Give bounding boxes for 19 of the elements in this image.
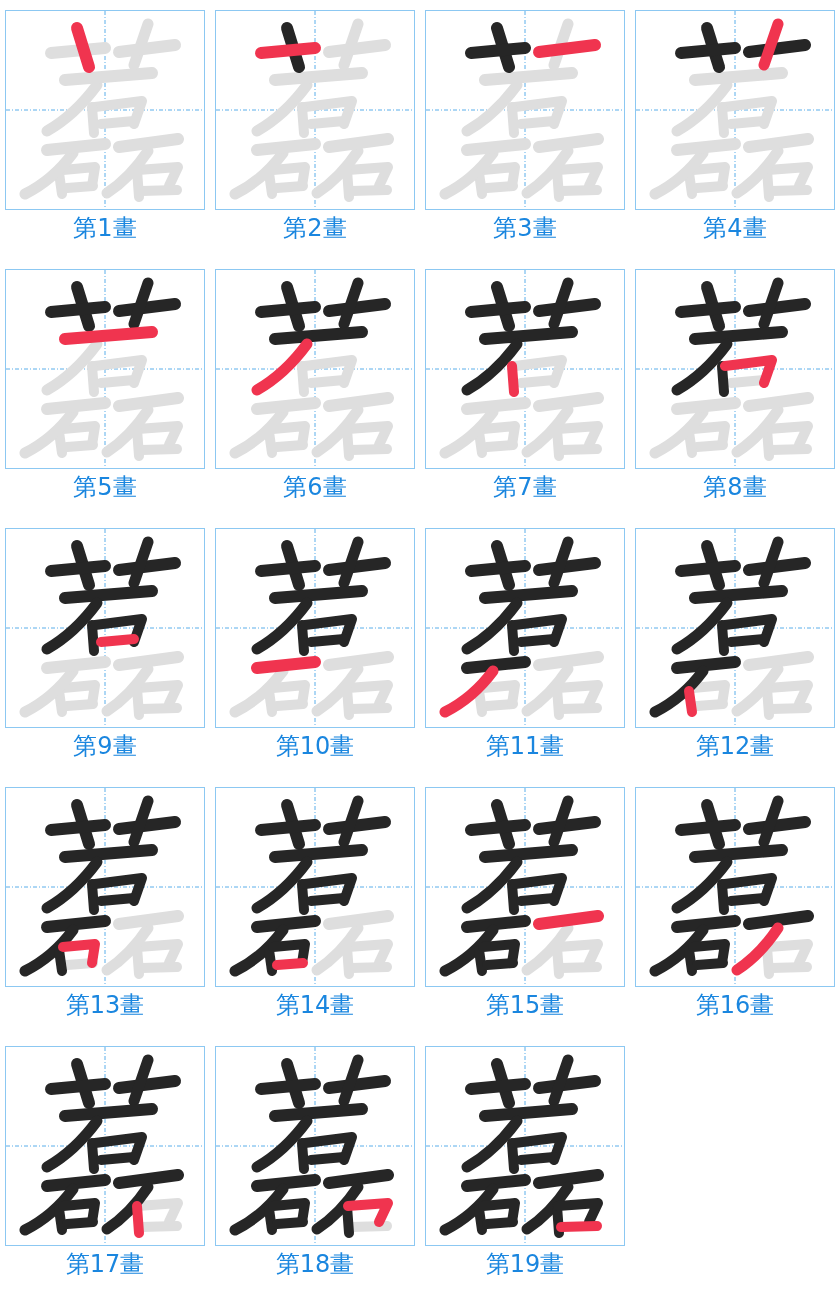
stroke-number-label: 第10畫 [275, 731, 355, 761]
stroke-number-label: 第12畫 [695, 731, 775, 761]
stroke-number-label: 第13畫 [65, 990, 145, 1020]
stroke-number-label: 第17畫 [65, 1249, 145, 1279]
stroke-number-label: 第1畫 [73, 213, 137, 243]
stroke-number-label: 第8畫 [703, 472, 767, 502]
stroke-number-label: 第7畫 [493, 472, 557, 502]
stroke-number-label: 第11畫 [485, 731, 565, 761]
stroke-number-label: 第4畫 [703, 213, 767, 243]
stroke-number-label: 第14畫 [275, 990, 355, 1020]
stroke-number-label: 第19畫 [485, 1249, 565, 1279]
stroke-number-label: 第16畫 [695, 990, 775, 1020]
stroke-number-label: 第2畫 [283, 213, 347, 243]
stroke-number-label: 第3畫 [493, 213, 557, 243]
stroke-number-label: 第6畫 [283, 472, 347, 502]
stroke-number-label: 第5畫 [73, 472, 137, 502]
stroke-number-label: 第18畫 [275, 1249, 355, 1279]
stroke-number-label: 第15畫 [485, 990, 565, 1020]
stroke-number-label: 第9畫 [73, 731, 137, 761]
